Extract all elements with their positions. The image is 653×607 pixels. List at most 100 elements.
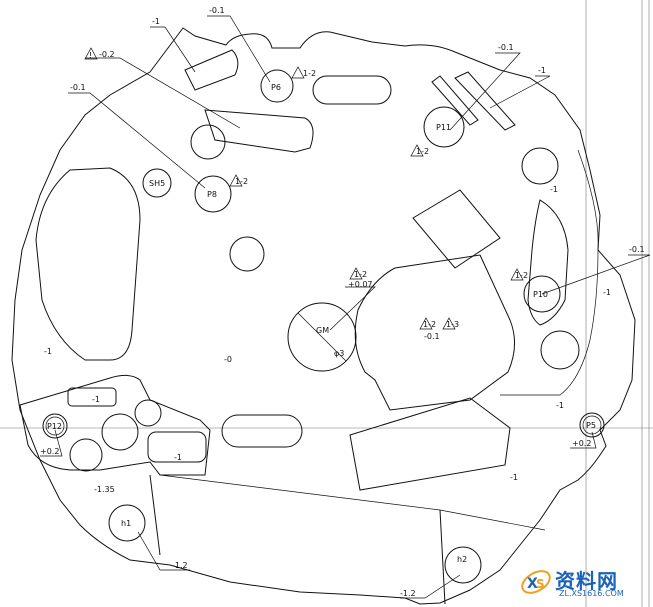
tol-top-m1: -1: [152, 17, 160, 26]
svg-text:1-2: 1-2: [423, 320, 436, 329]
svg-text:1-2: 1-2: [515, 271, 528, 280]
hole-p8: [194, 175, 232, 213]
leader-p11: [449, 52, 521, 131]
label-p12: P12: [47, 422, 62, 431]
leader-p10: [541, 254, 651, 295]
tol-p10-m01: -0.1: [629, 245, 645, 254]
leader-gm: [329, 286, 376, 331]
hole-lower-left-a: [101, 413, 139, 451]
label-p10: P10: [533, 290, 548, 299]
hole-p12-inner: [45, 416, 65, 436]
hole-sh5: [142, 168, 172, 198]
tol-h1-m12: -1.2: [172, 561, 188, 570]
warning-triangle-icon: !: [84, 47, 98, 60]
top-right-slot-a: [431, 75, 479, 126]
svg-text:1-2: 1-2: [354, 270, 367, 279]
svg-text:1-2: 1-2: [416, 147, 429, 156]
left-pocket: [35, 167, 141, 361]
label-p11: P11: [436, 123, 451, 132]
svg-text:X: X: [527, 576, 538, 592]
hole-gm: [287, 302, 357, 372]
upper-slanted-pocket: [204, 109, 314, 153]
tol-left-m01: -0.1: [70, 83, 86, 92]
datum-triangle-gm: 1-2: [349, 267, 367, 280]
hole-h1: [108, 504, 146, 542]
datum-triangle-p11: 1-2: [410, 144, 429, 157]
tol-center-m01: -0.1: [424, 332, 440, 341]
svg-text:1-3: 1-3: [446, 320, 459, 329]
svg-text:!: !: [89, 51, 92, 60]
tol-p6-m01: -0.1: [209, 6, 225, 15]
label-p6: P6: [271, 83, 281, 92]
label-p5: P5: [586, 421, 596, 430]
tol-m135: -1.35: [94, 485, 115, 494]
leader-p6: [207, 15, 271, 83]
datum-triangle-center-a: 1-2: [419, 317, 436, 330]
svg-text:1-2: 1-2: [235, 177, 248, 186]
tol-h2-m12: -1.2: [400, 589, 416, 598]
bottom-tab-right: [439, 509, 446, 605]
label-h1: h1: [121, 519, 131, 528]
hole-mid-left: [229, 236, 265, 272]
tol-warn-m02: -0.2: [99, 50, 115, 59]
tol-right-top-m01: -0.1: [498, 43, 514, 52]
tol-gm-plus007: +0.07: [348, 280, 373, 289]
bottom-slot-center: [221, 414, 303, 448]
top-slot-oblong: [312, 75, 392, 105]
hole-p10: [523, 275, 561, 313]
tol-bottom-right-m1: -1: [510, 473, 518, 482]
tol-bottom-mid-m1: -1: [174, 453, 182, 462]
label-gm: GM: [316, 326, 329, 335]
bottom-tab-left: [149, 474, 161, 556]
hole-p6: [260, 69, 294, 103]
watermark-url-text: ZL.XS1616.COM: [559, 589, 624, 598]
hole-p5-inner: [582, 415, 602, 435]
top-slot-left: [184, 49, 239, 91]
leader-right-m1: [489, 75, 551, 109]
tol-left-edge-m1: -1: [44, 347, 52, 356]
plate-outer-contour: [11, 27, 636, 605]
label-p8: P8: [207, 190, 217, 199]
tol-lower-right-m1: -1: [556, 401, 564, 410]
hole-p11: [423, 106, 465, 148]
square-boss: [412, 189, 501, 269]
svg-text:S: S: [536, 577, 545, 591]
hole-upper-left: [190, 124, 226, 160]
left-small-slot: [67, 387, 117, 407]
tol-right-edge-m1: -1: [603, 288, 611, 297]
bottom-left-slot: [147, 431, 207, 463]
tol-p12-plus02: +0.2: [40, 447, 59, 456]
tol-right-m1: -1: [538, 66, 546, 75]
tol-p5-plus02: +0.2: [572, 439, 591, 448]
leader-top-m1: [150, 26, 196, 73]
central-pocket: [354, 254, 515, 411]
bottom-edge-line: [159, 474, 546, 531]
datum-triangle-p6: 1-2: [291, 66, 316, 79]
label-h2: h2: [457, 555, 467, 564]
label-phi: φ3: [334, 349, 344, 358]
hole-right-upper: [521, 147, 559, 185]
watermark-emblem-icon: X S: [521, 570, 551, 594]
bottom-right-pocket: [349, 397, 511, 491]
hole-right-lower: [540, 330, 580, 370]
tol-mid-right-m1: -1: [550, 185, 558, 194]
gm-diameter-line: [297, 312, 347, 362]
watermark-main-text: 资料网: [555, 569, 618, 593]
hole-lower-left-b: [134, 399, 162, 427]
hole-h2: [444, 546, 482, 584]
hole-p12-outer: [42, 413, 68, 439]
hole-p5-outer: [579, 412, 605, 438]
datum-triangle-p10: 1-2: [510, 268, 528, 281]
right-rim-inner: [500, 149, 599, 396]
lower-left-flange: [19, 374, 211, 476]
top-right-slot-b: [454, 71, 516, 131]
leader-warn: [85, 57, 241, 129]
leader-h2: [400, 574, 461, 599]
leader-p5: [570, 431, 597, 449]
tol-zero: -0: [224, 355, 232, 364]
leader-left-m01: [68, 92, 206, 189]
leader-p12: [40, 429, 63, 457]
label-sh5: SH5: [149, 179, 165, 188]
right-curved-slot: [527, 199, 569, 326]
